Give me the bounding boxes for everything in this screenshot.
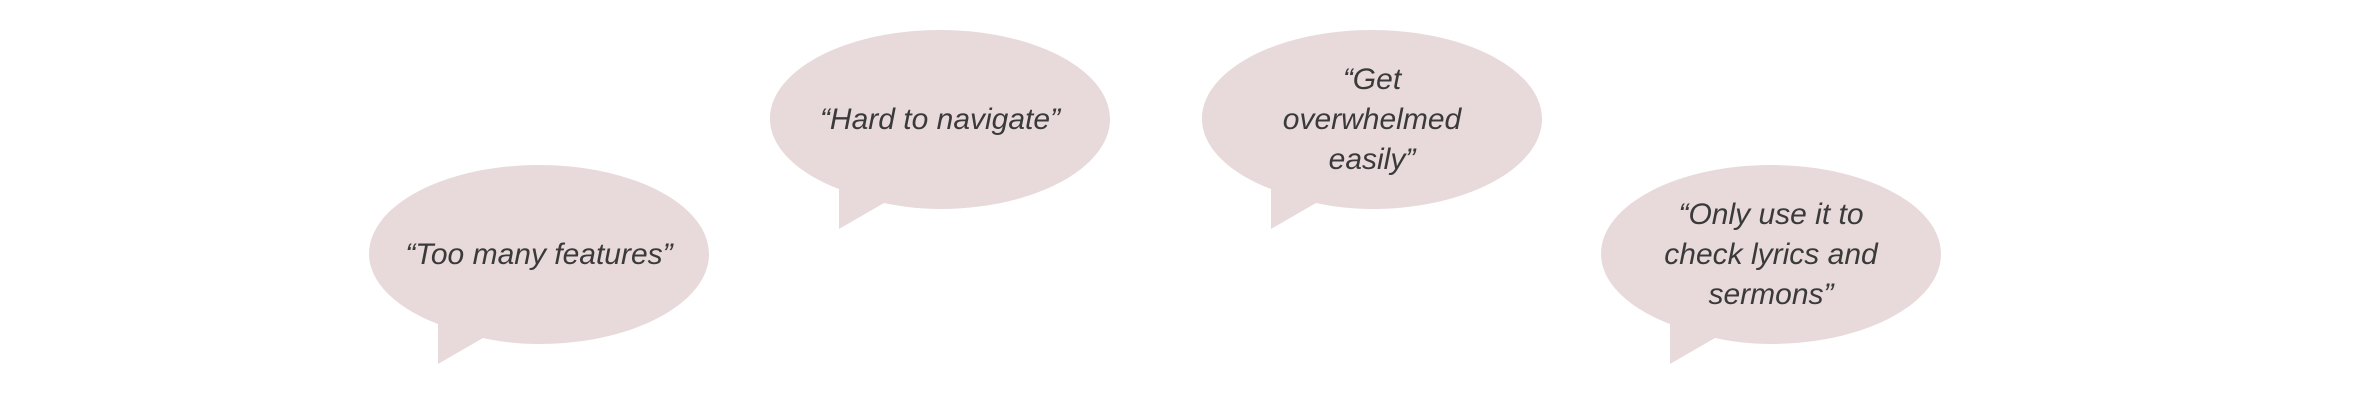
quote-text: “Too many features” [405, 238, 673, 271]
speech-bubble-icon [369, 165, 709, 364]
speech-bubble-too-many-features: “Too many features” [369, 164, 709, 384]
speech-bubble-icon [1601, 165, 1941, 364]
speech-bubble-hard-to-navigate: “Hard to navigate” [770, 29, 1110, 249]
speech-bubble-icon [770, 30, 1110, 229]
speech-bubble-only-lyrics-sermons: “Only use it to check lyrics and sermons… [1601, 164, 1941, 384]
quote-text: “Get overwhelmed easily” [1282, 63, 1462, 176]
speech-bubble-get-overwhelmed: “Get overwhelmed easily” [1202, 29, 1542, 249]
quote-text: “Hard to navigate” [819, 103, 1061, 136]
quote-text: “Only use it to check lyrics and sermons… [1664, 198, 1878, 311]
speech-bubble-icon [1202, 30, 1542, 229]
